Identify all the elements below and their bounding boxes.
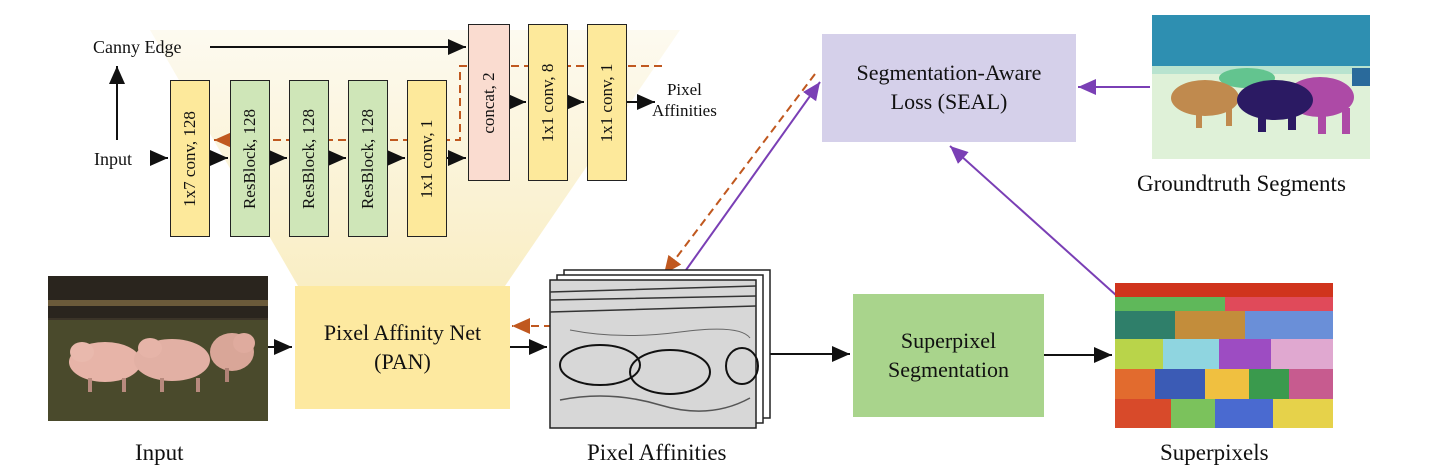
groundtruth-segments-image — [1152, 15, 1370, 159]
layer-conv1x1-c: 1x1 conv, 1 — [587, 24, 627, 181]
edge-affinities-to-seal — [685, 81, 821, 271]
superpixel-segmentation-label: Superpixel Segmentation — [888, 327, 1009, 382]
groundtruth-caption: Groundtruth Segments — [1137, 171, 1346, 196]
layer-label: 1x7 conv, 128 — [180, 110, 199, 207]
layer-resblock-1: ResBlock, 128 — [230, 80, 270, 237]
layer-resblock-2: ResBlock, 128 — [289, 80, 329, 237]
network-gradient-path — [214, 65, 662, 148]
pixel-affinities-image — [549, 269, 771, 429]
layer-label: ResBlock, 128 — [358, 108, 377, 209]
input-image — [48, 276, 268, 421]
pan-label: Pixel Affinity Net (PAN) — [323, 319, 482, 374]
network-output-label: Pixel Affinities — [652, 80, 717, 121]
layer-conv1x1-a: 1x1 conv, 1 — [407, 80, 447, 237]
superpixels-caption: Superpixels — [1160, 440, 1269, 465]
input-caption: Input — [135, 440, 184, 465]
superpixel-segmentation-box: Superpixel Segmentation — [853, 294, 1044, 417]
layer-label: 1x1 conv, 1 — [417, 119, 436, 198]
layer-concat: concat, 2 — [468, 24, 510, 181]
layer-label: ResBlock, 128 — [299, 108, 318, 209]
canny-edge-label: Canny Edge — [93, 37, 182, 57]
superpixels-image — [1115, 283, 1333, 428]
network-input-label: Input — [94, 149, 132, 169]
layer-resblock-3: ResBlock, 128 — [348, 80, 388, 237]
layer-label: 1x1 conv, 1 — [597, 63, 616, 142]
pixel-affinities-caption: Pixel Affinities — [587, 440, 727, 465]
layer-label: 1x1 conv, 8 — [538, 63, 557, 142]
pan-box: Pixel Affinity Net (PAN) — [295, 286, 510, 409]
layer-label: ResBlock, 128 — [240, 108, 259, 209]
edge-superpixels-to-seal — [949, 145, 1118, 297]
layer-conv1x7: 1x7 conv, 128 — [170, 80, 210, 237]
layer-conv1x1-b: 1x1 conv, 8 — [528, 24, 568, 181]
seal-box: Segmentation-Aware Loss (SEAL) — [822, 34, 1076, 142]
layer-label: concat, 2 — [479, 71, 498, 134]
feedback-seal-to-affinities — [663, 73, 816, 275]
seal-label: Segmentation-Aware Loss (SEAL) — [856, 60, 1042, 114]
